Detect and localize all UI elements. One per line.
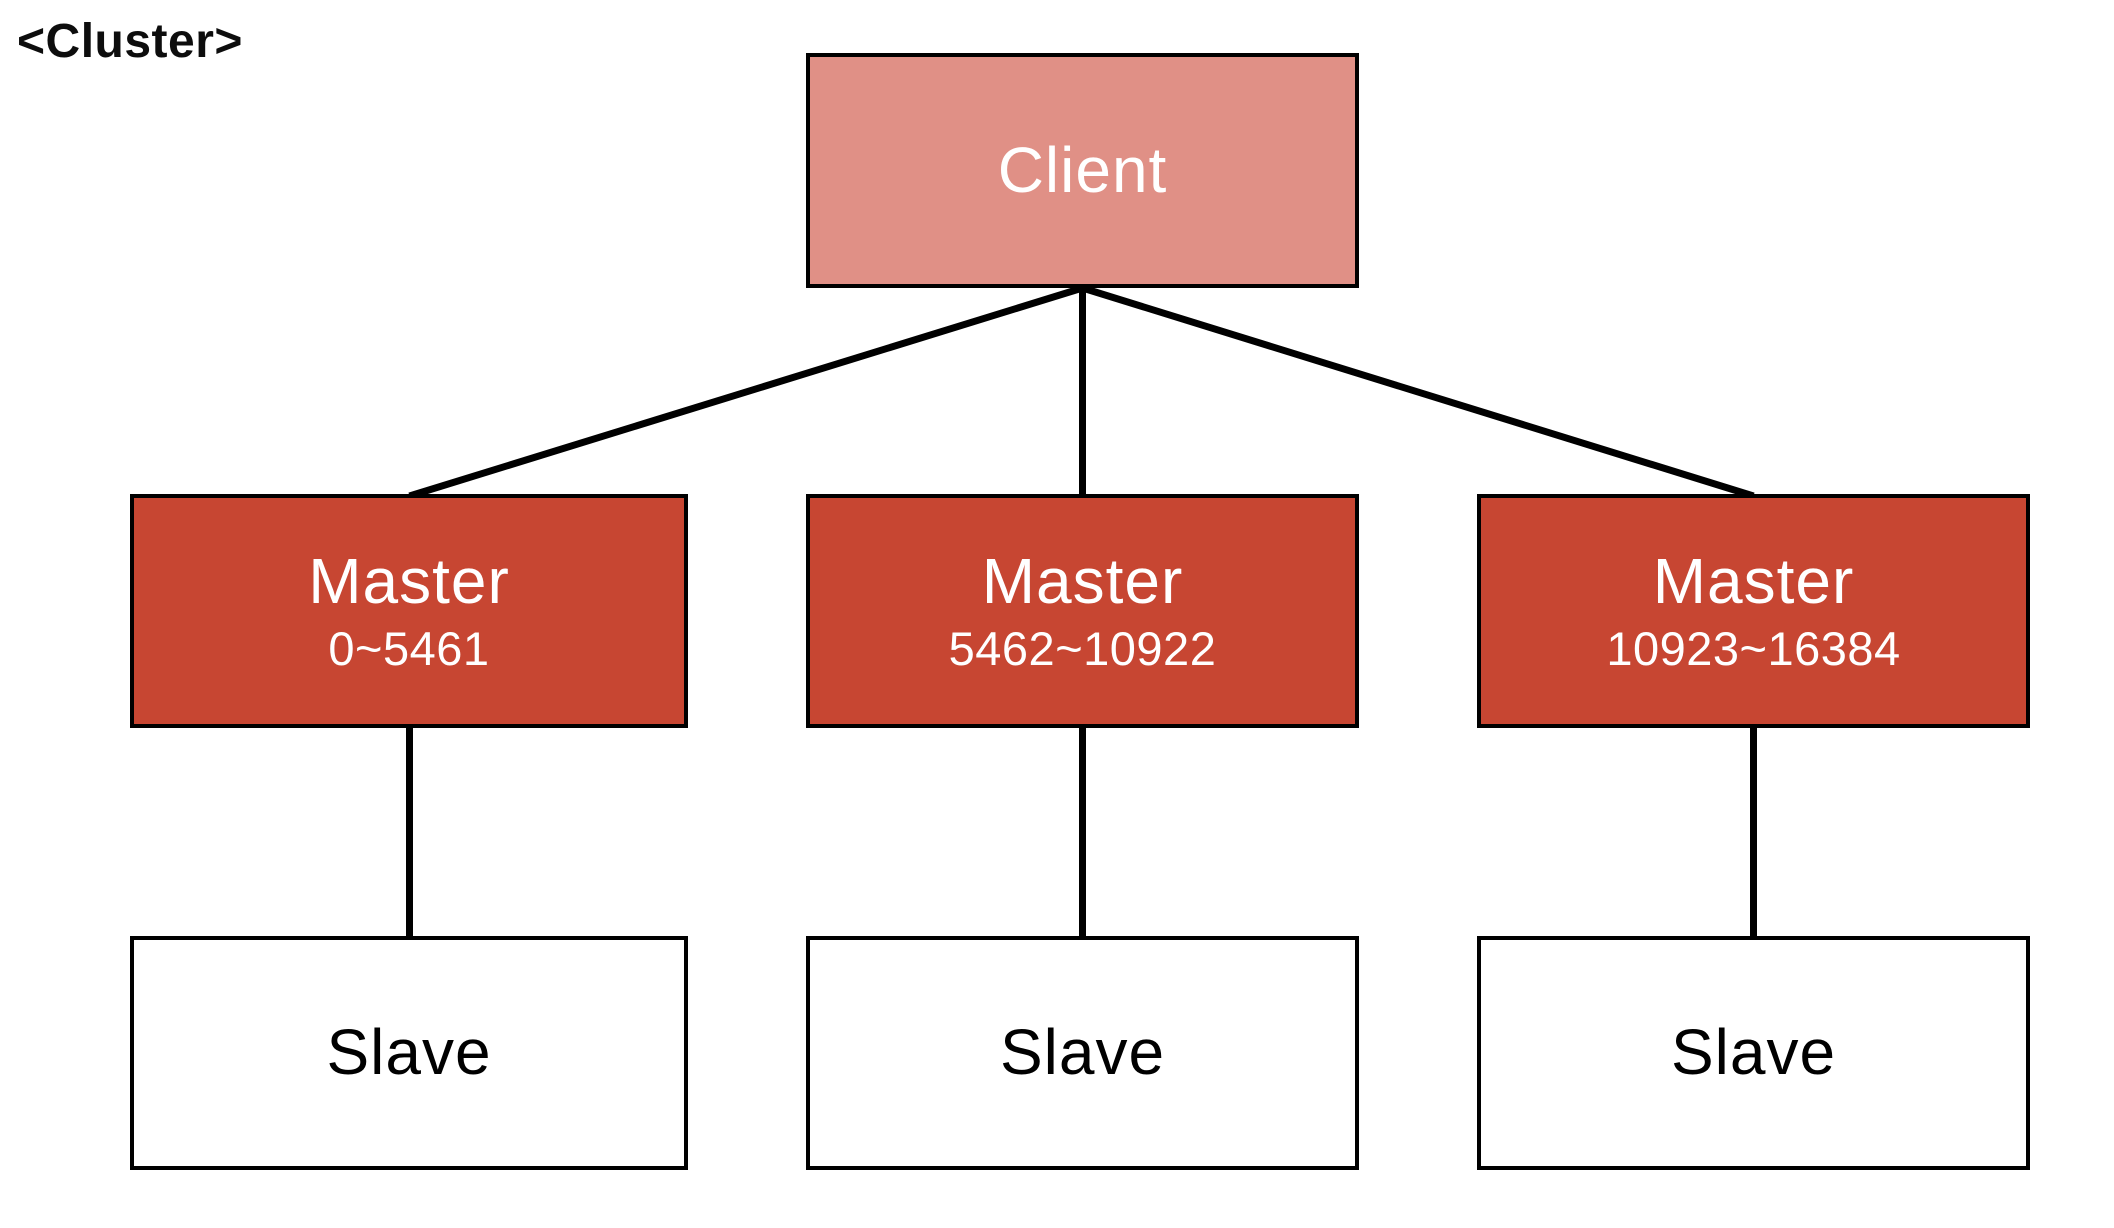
slave-node-3: Slave: [1477, 936, 2030, 1170]
master-node-1: Master 0~5461: [130, 494, 688, 728]
cluster-caption: <Cluster>: [17, 15, 243, 68]
master-3-label: Master: [1652, 545, 1855, 618]
master-2-slot-range: 5462~10922: [948, 621, 1217, 675]
master-2-label: Master: [981, 545, 1184, 618]
master-node-2: Master 5462~10922: [806, 494, 1359, 728]
client-node: Client: [806, 53, 1359, 288]
client-label: Client: [997, 133, 1168, 206]
slave-node-2: Slave: [806, 936, 1359, 1170]
master-1-label: Master: [308, 545, 510, 618]
slave-2-label: Slave: [999, 1016, 1166, 1089]
slave-1-label: Slave: [326, 1016, 492, 1089]
slave-node-1: Slave: [130, 936, 688, 1170]
slave-3-label: Slave: [1670, 1016, 1837, 1089]
master-node-3: Master 10923~16384: [1477, 494, 2030, 728]
master-3-slot-range: 10923~16384: [1606, 621, 1901, 675]
master-1-slot-range: 0~5461: [328, 621, 490, 675]
